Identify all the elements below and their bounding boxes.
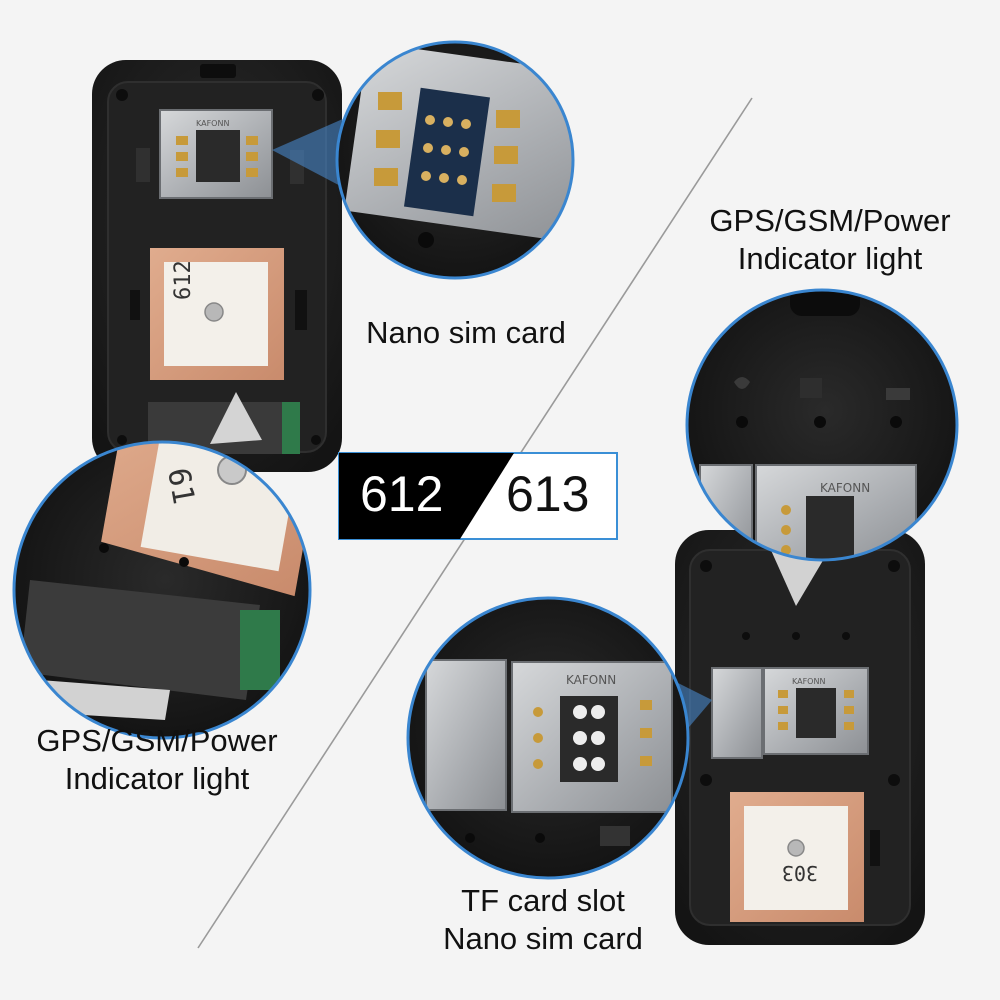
antenna-303-label: 303: [782, 861, 818, 885]
model-613-label: 613: [506, 466, 590, 522]
indicator-line-1: GPS/GSM/Power: [709, 203, 951, 238]
slot-brand-label: KAFONN: [196, 119, 229, 128]
model-612-label: 612: [360, 466, 444, 522]
tf-card-label: TF card slot Nano sim card: [420, 882, 666, 958]
zoom-indicator-613: KAFONN: [687, 290, 957, 560]
zoom-indicator-612: 61: [14, 442, 310, 738]
tf-line-2: Nano sim card: [443, 921, 643, 956]
indicator-line-1: GPS/GSM/Power: [36, 723, 278, 758]
nano-sim-text: Nano sim card: [366, 315, 566, 350]
tf-line-1: TF card slot: [461, 883, 625, 918]
indicator-light-label-left: GPS/GSM/Power Indicator light: [12, 722, 302, 798]
badge-shape: [338, 452, 618, 540]
callout-pointer: [272, 118, 348, 190]
antenna-612-label: 612: [171, 260, 196, 300]
slot-brand-label: KAFONN: [792, 677, 825, 686]
slot-brand-label: KAFONN: [820, 481, 870, 495]
antenna-zoom-label: 61: [160, 465, 201, 507]
callout-pointer: [770, 548, 828, 606]
callout-pointer: [210, 392, 262, 444]
indicator-line-2: Indicator light: [64, 761, 250, 796]
indicator-line-2: Indicator light: [737, 241, 923, 276]
zoom-ring-bottom: [406, 596, 690, 880]
zoom-ring-left: [12, 440, 312, 740]
zoom-sim-slot-612: [337, 42, 573, 278]
zoom-ring-top: [335, 40, 575, 280]
nano-sim-label: Nano sim card: [350, 314, 582, 352]
indicator-light-label-right: GPS/GSM/Power Indicator light: [690, 202, 970, 278]
device-613: 303: [675, 530, 925, 945]
slot-brand-label: KAFONN: [566, 673, 616, 687]
model-badge: 612 613: [338, 452, 618, 540]
zoom-tf-sim-613: KAFONN: [408, 598, 688, 878]
zoom-ring-right: [685, 288, 959, 562]
